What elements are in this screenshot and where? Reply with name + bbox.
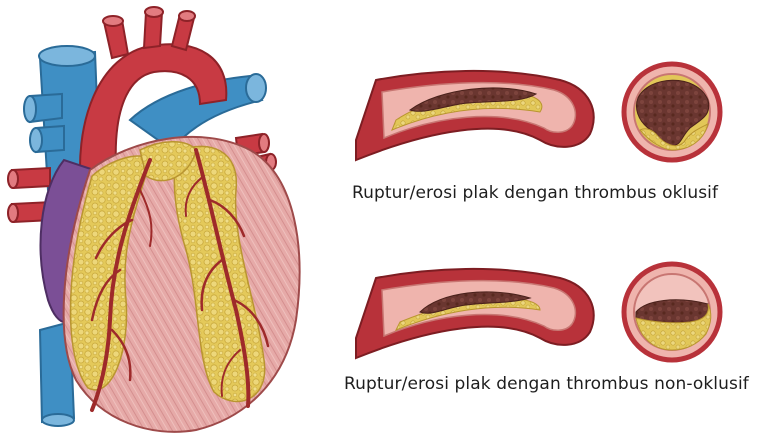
caption-occlusive: Ruptur/erosi plak dengan thrombus oklusi… [352, 183, 718, 203]
artery-opening [8, 170, 18, 188]
vein-opening [42, 414, 74, 426]
artery-opening [179, 11, 195, 21]
artery-opening [103, 16, 123, 26]
vein-opening [30, 128, 42, 152]
artery-opening [259, 134, 269, 152]
artery-opening [145, 7, 163, 17]
heart-illustration-icon [8, 7, 300, 432]
artery-cross-section-occlusive-icon [356, 64, 720, 160]
vessel-opening [246, 74, 266, 102]
vein-opening [24, 96, 36, 122]
caption-non-occlusive: Ruptur/erosi plak dengan thrombus non-ok… [344, 374, 749, 394]
artery-cross-section-non-occlusive-icon [356, 264, 720, 360]
artery-opening [8, 204, 18, 222]
vena-cava-opening [39, 46, 95, 66]
